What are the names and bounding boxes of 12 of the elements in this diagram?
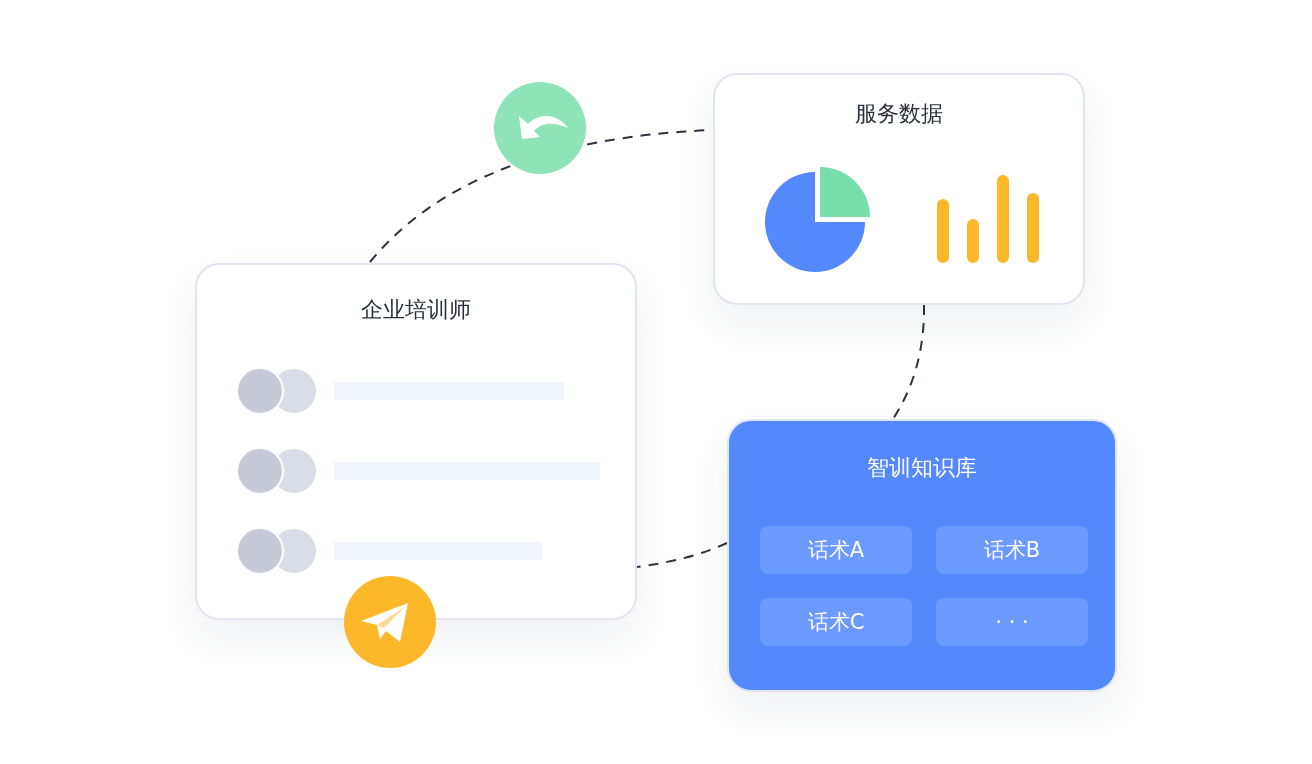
dashed-connector — [892, 304, 925, 420]
card-title: 智训知识库 — [866, 454, 978, 482]
script-chip: 话术A — [760, 526, 912, 574]
card-title: 企业培训师 — [360, 296, 472, 324]
knowledge-base-card — [727, 419, 1117, 692]
more-chip: · · · — [936, 598, 1088, 646]
trainer-card — [195, 263, 637, 620]
script-chip: 话术C — [760, 598, 912, 646]
data-card — [713, 73, 1085, 305]
dashed-connector — [636, 542, 728, 568]
script-chip: 话术B — [936, 526, 1088, 574]
card-title: 服务数据 — [854, 100, 944, 128]
